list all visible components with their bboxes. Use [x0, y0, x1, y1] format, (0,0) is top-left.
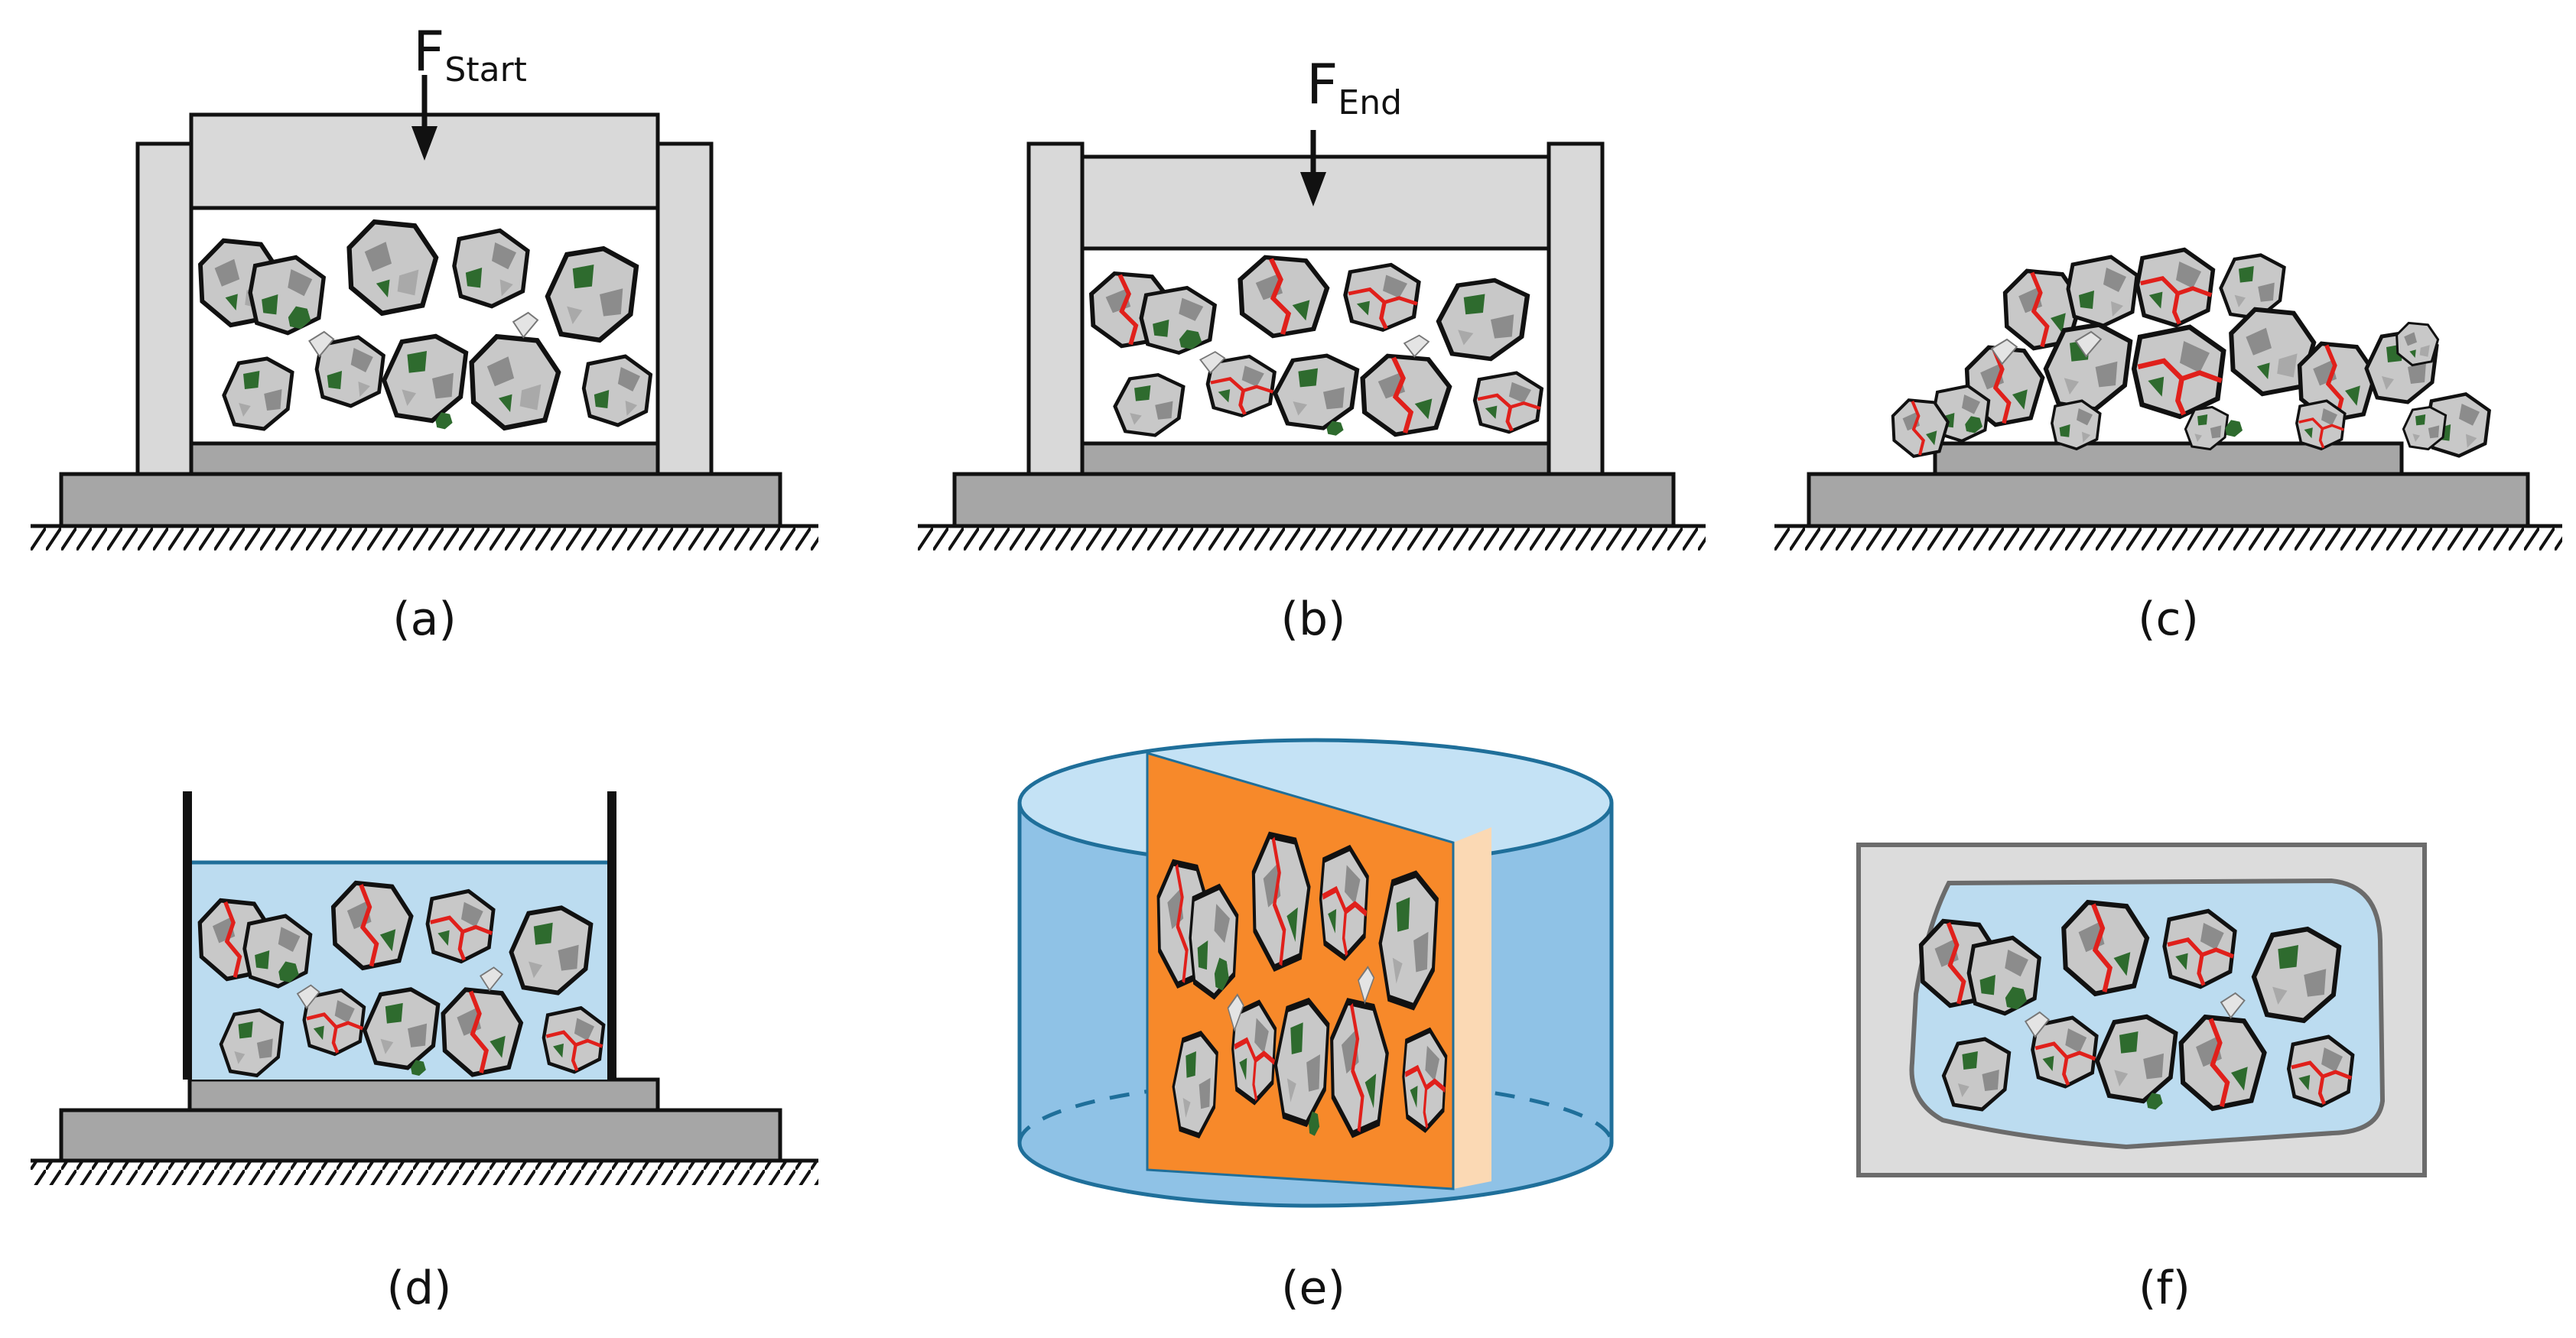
die-pedestal: [189, 441, 660, 476]
base-plate: [952, 472, 1676, 528]
base-plate: [1807, 472, 2530, 528]
caption-f: (f): [2139, 1262, 2191, 1315]
caption-a: (a): [392, 593, 457, 646]
right-die-wall: [655, 141, 714, 476]
caption-e: (e): [1281, 1262, 1345, 1315]
right-die-wall: [1547, 141, 1605, 476]
force-label-start: FStart: [413, 19, 527, 89]
cylinder-bottom-hidden-edge: [1017, 1078, 1614, 1144]
panel-a: FStart (a): [31, 19, 818, 646]
panel-d: (d): [31, 791, 818, 1315]
ground-hatch: [31, 1161, 818, 1185]
ejected-powder-heap: [1893, 250, 2490, 456]
force-subscript: End: [1338, 83, 1402, 122]
caption-d: (d): [387, 1262, 452, 1315]
pedestal: [187, 1077, 660, 1112]
ground-hatch: [31, 526, 818, 550]
panel-e: (e): [1017, 738, 1614, 1315]
ground-hatch: [1774, 526, 2562, 550]
pedestal: [1933, 441, 2404, 476]
caption-b: (b): [1281, 593, 1346, 646]
cylinder-bottom-front-edge: [1017, 1142, 1614, 1208]
ground-hatch: [918, 526, 1706, 550]
left-die-wall: [135, 141, 194, 476]
force-arrow-head: [411, 126, 437, 161]
panel-c: (c): [1774, 250, 2562, 646]
base-plate: [59, 1108, 782, 1163]
force-arrow-head: [1300, 172, 1326, 206]
left-die-wall: [1026, 141, 1085, 476]
slice-edge: [1453, 827, 1491, 1189]
panel-f: (f): [1856, 843, 2427, 1315]
force-symbol: F: [1306, 52, 1338, 116]
force-label-end: FEnd: [1306, 52, 1402, 122]
force-subscript: Start: [444, 50, 527, 89]
base-plate: [59, 472, 782, 528]
force-symbol: F: [413, 19, 444, 83]
panel-b: FEnd (b): [918, 52, 1706, 646]
die-pedestal: [1080, 441, 1551, 476]
caption-c: (c): [2138, 593, 2199, 646]
